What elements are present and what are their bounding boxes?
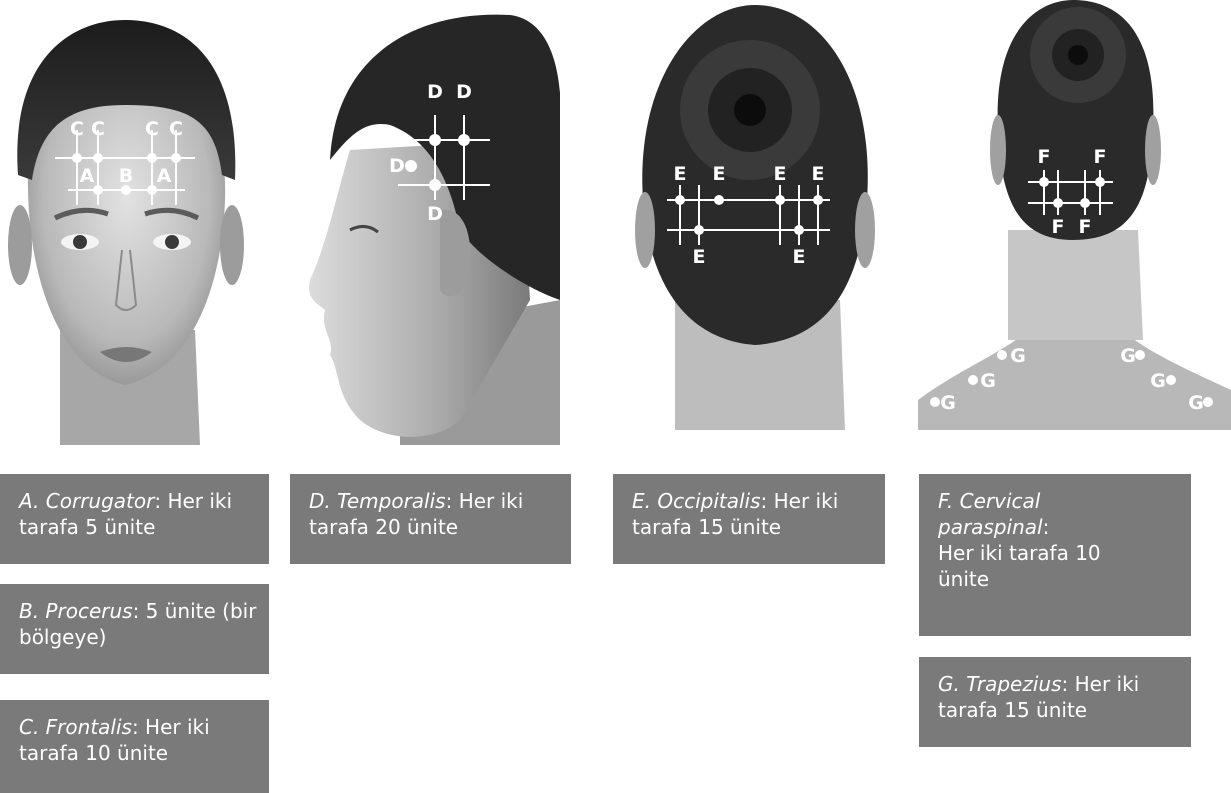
marker-f: F (1079, 216, 1092, 238)
legend-procerus: B. Procerus: 5 ünite (bir bölgeye) (0, 584, 269, 674)
legend-name: B. Procerus (19, 599, 133, 623)
marker-a: A (157, 165, 172, 187)
marker-b: B (119, 165, 133, 187)
legend-cervical-paraspinal: F. Cervical paraspinal: Her iki tarafa 1… (919, 474, 1191, 636)
legend-value: Her iki tarafa 10 ünite (938, 540, 1128, 592)
marker-d: D (427, 81, 443, 103)
legend-colon: : (1043, 515, 1050, 539)
right-ear (220, 205, 244, 285)
marker-e: E (713, 163, 726, 185)
side-profile-panel: D D D D (280, 0, 560, 445)
marker-c: C (91, 118, 105, 140)
marker-g: G (1010, 345, 1026, 367)
marker-e: E (693, 246, 706, 268)
legend-name: D. Temporalis (309, 489, 446, 513)
legend-name: A. Corrugator (19, 489, 154, 513)
marker-f: F (1094, 146, 1107, 168)
right-ear (1145, 115, 1161, 185)
marker-a: A (80, 165, 95, 187)
marker-e: E (812, 163, 825, 185)
left-ear (8, 205, 32, 285)
legend-occipitalis: E. Occipitalis: Her iki tarafa 15 ünite (613, 474, 885, 564)
back-head-panel: E E E E E E (635, 0, 875, 430)
right-ear (855, 192, 875, 268)
legend-temporalis: D. Temporalis: Her iki tarafa 20 ünite (290, 474, 571, 564)
legend-name: F. Cervical (938, 489, 1040, 513)
marker-c: C (169, 118, 183, 140)
left-ear (990, 115, 1006, 185)
marker-e: E (774, 163, 787, 185)
marker-g: G (1150, 370, 1166, 392)
legend-trapezius: G. Trapezius: Her iki tarafa 15 ünite (919, 657, 1191, 747)
marker-f: F (1038, 146, 1051, 168)
legend-name: E. Occipitalis (632, 489, 761, 513)
front-face-panel: C C C C A B A (0, 0, 245, 445)
marker-e: E (674, 163, 687, 185)
legend-corrugator: A. Corrugator: Her iki tarafa 5 ünite (0, 474, 269, 564)
legend-frontalis: C. Frontalis: Her iki tarafa 10 ünite (0, 700, 269, 793)
neck (1008, 230, 1143, 340)
marker-c: C (70, 118, 84, 140)
marker-d: D (389, 155, 405, 177)
back-neck-panel: F F F F G G G G G G (918, 0, 1231, 430)
marker-g: G (1120, 345, 1136, 367)
shoulders (918, 330, 1231, 430)
legend-name: G. Trapezius (938, 672, 1062, 696)
legend-name-cont: paraspinal (938, 515, 1043, 539)
marker-g: G (980, 370, 996, 392)
marker-g: G (940, 392, 956, 414)
marker-c: C (145, 118, 159, 140)
marker-d: D (427, 203, 443, 225)
marker-e: E (793, 246, 806, 268)
marker-d: D (456, 81, 472, 103)
left-ear (635, 192, 655, 268)
marker-f: F (1052, 216, 1065, 238)
legend-name: C. Frontalis (19, 715, 132, 739)
marker-g: G (1188, 392, 1204, 414)
